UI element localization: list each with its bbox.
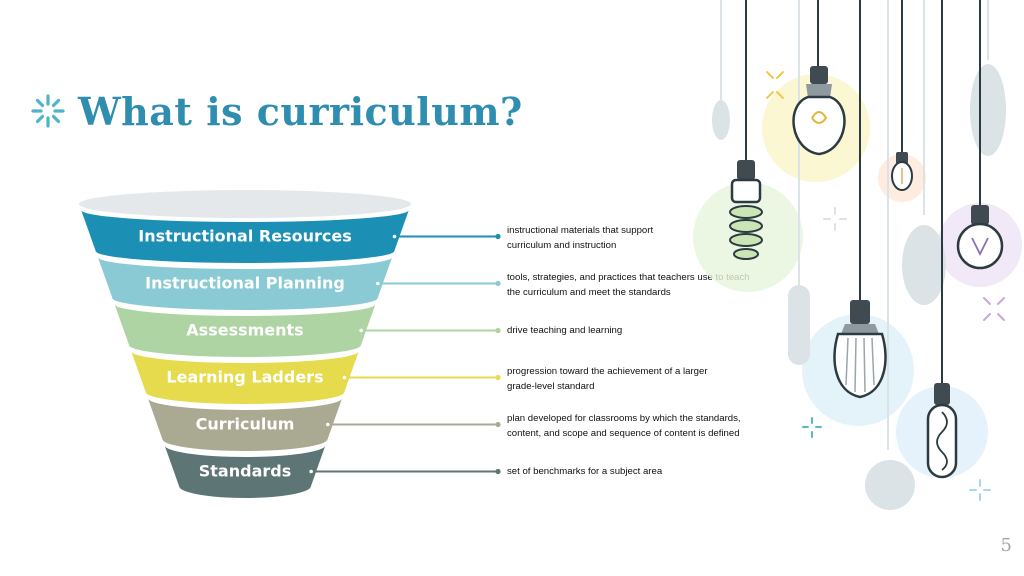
connector-dot: [495, 421, 501, 428]
sparkle-icon: [766, 71, 784, 99]
connector-dot: [495, 280, 501, 287]
funnel-layer: [131, 351, 359, 404]
slide-title: What is curriculum?: [78, 88, 523, 134]
sparkle-icon: [983, 297, 1005, 321]
light-bulb-icon: [956, 205, 1004, 270]
sparkle-icon: [802, 417, 822, 438]
connector-dot: [307, 468, 315, 475]
funnel-layer: [81, 210, 409, 263]
sparkle-icon: [969, 479, 991, 501]
funnel-layer-label: Assessments: [186, 321, 303, 340]
funnel-layer: [147, 398, 343, 452]
layer-description-line: grade-level standard: [507, 380, 595, 392]
title-area: What is curriculum?: [30, 86, 523, 136]
connector-dot: [495, 468, 501, 475]
layer-description-line: instructional materials that support: [507, 224, 654, 236]
funnel-layer: [114, 304, 376, 357]
layer-description: drive teaching and learning: [507, 323, 777, 338]
layer-description: instructional materials that support curr…: [507, 223, 777, 253]
layer-description-line: set of benchmarks for a subject area: [507, 465, 663, 477]
layer-description-line: plan developed for classrooms by which t…: [507, 412, 741, 424]
light-bulb-icon: [729, 160, 763, 260]
connector-dot: [324, 421, 332, 428]
light-bulb-icon: [891, 152, 913, 191]
funnel-layer-label: Standards: [199, 462, 291, 481]
connector-dot: [374, 280, 382, 287]
layer-description-line: drive teaching and learning: [507, 324, 623, 336]
funnel-layer: [97, 257, 393, 310]
light-bulb-icon: [926, 383, 958, 479]
layer-description-line: the curriculum and meet the standards: [507, 286, 671, 298]
light-bulb-icon: [833, 300, 887, 399]
layer-description-line: curriculum and instruction: [507, 239, 617, 251]
funnel-layer-label: Learning Ladders: [166, 368, 323, 387]
light-bulb-icon: [792, 66, 846, 156]
connector-dot: [495, 374, 501, 381]
layer-description: set of benchmarks for a subject area: [507, 464, 777, 479]
funnel-layer: [164, 445, 326, 498]
page-number: 5: [1000, 535, 1012, 556]
funnel-layer-label: Instructional Resources: [138, 227, 351, 246]
connector-dot: [495, 233, 501, 240]
funnel-layer-label: Instructional Planning: [145, 274, 345, 293]
connector-dot: [495, 327, 501, 334]
funnel-rim: [79, 190, 411, 218]
layer-description: tools, strategies, and practices that te…: [507, 270, 777, 300]
layer-description-line: tools, strategies, and practices that te…: [507, 271, 750, 283]
connector-dot: [357, 327, 365, 334]
sparkle-icon: [31, 94, 65, 128]
funnel-layer-label: Curriculum: [196, 415, 295, 434]
connector-dot: [391, 233, 398, 240]
layer-description-line: content, and scope and sequence of conte…: [507, 427, 740, 439]
layer-description-line: progression toward the achievement of a …: [507, 365, 708, 377]
sparkle-icon: [823, 207, 847, 231]
layer-description: progression toward the achievement of a …: [507, 364, 777, 394]
layer-description: plan developed for classrooms by which t…: [507, 411, 777, 441]
connector-dot: [341, 374, 348, 381]
